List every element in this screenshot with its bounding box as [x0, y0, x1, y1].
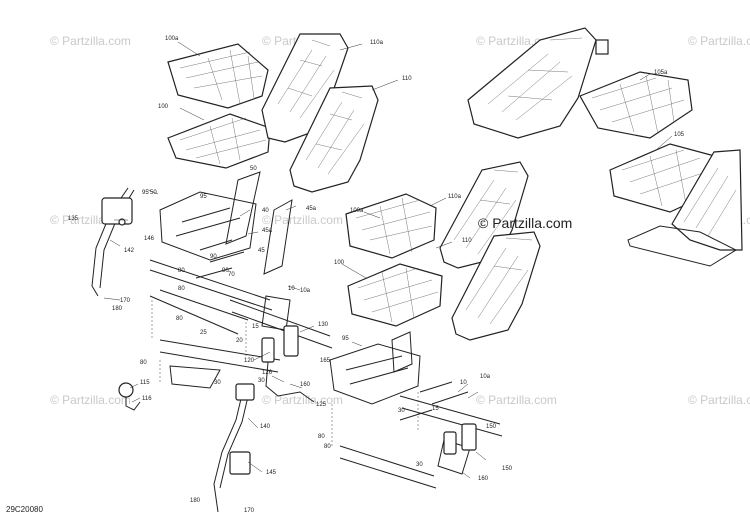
- callout-100-mid: 100: [334, 260, 345, 266]
- watermark-4: © Partzilla.com: [688, 34, 750, 48]
- callout-150-a: 150: [486, 424, 497, 430]
- callout-160-a: 160: [300, 382, 311, 388]
- callout-80-e: 80: [318, 434, 325, 440]
- callout-130: 130: [318, 322, 329, 328]
- seat-back-110-mid[interactable]: [451, 231, 541, 341]
- callout-45a-2: 45a: [262, 228, 273, 234]
- callout-125: 125: [316, 402, 327, 408]
- callout-140: 140: [260, 424, 271, 430]
- seat-belt-140[interactable]: [213, 383, 255, 513]
- callout-165: 165: [320, 358, 331, 364]
- watermark-10: © Partzilla.com: [476, 393, 557, 407]
- callout-105: 105: [674, 132, 685, 138]
- callout-95-c: 95: [342, 336, 349, 342]
- callout-126: 126: [262, 370, 273, 376]
- watermark-9: © Partzilla.com: [262, 393, 343, 407]
- seat-frame-left[interactable]: [159, 171, 293, 275]
- callout-10a-a: 10a: [300, 288, 311, 294]
- callout-80-a: 80: [178, 268, 185, 274]
- callout-90-a: 90: [210, 254, 217, 260]
- callout-95-a: 95: [142, 190, 149, 196]
- callout-116: 116: [142, 396, 152, 402]
- seat-back-110-right[interactable]: [467, 27, 609, 139]
- callout-95-b: 95: [200, 194, 207, 200]
- seat-frame-mid[interactable]: [329, 331, 421, 405]
- cushion-100-mid[interactable]: [347, 263, 443, 327]
- cushion-105a[interactable]: [579, 71, 693, 139]
- callout-30-c: 30: [398, 408, 405, 414]
- center-watermark: © Partzilla.com: [478, 215, 573, 231]
- callout-105a: 105a: [654, 70, 668, 76]
- seat-frame-105[interactable]: [627, 149, 743, 267]
- callout-15-a: 15: [252, 324, 259, 330]
- callout-180-b: 180: [190, 498, 201, 504]
- callout-40: 40: [262, 208, 269, 214]
- watermark-1: © Partzilla.com: [50, 34, 131, 48]
- callout-25: 25: [200, 330, 207, 336]
- callout-80-d: 80: [140, 360, 147, 366]
- seat-rail-assembly-right[interactable]: [331, 381, 503, 489]
- callout-145: 145: [266, 470, 277, 476]
- callout-180-a: 180: [112, 306, 123, 312]
- callout-15-b: 15: [432, 406, 439, 412]
- watermark-11: © Partzilla.com: [688, 393, 750, 407]
- callout-80-c: 80: [176, 316, 183, 322]
- callout-142: 142: [124, 248, 135, 254]
- sensor-115[interactable]: [118, 382, 141, 411]
- watermark-6: © Partzilla.com: [262, 213, 343, 227]
- callout-70: 70: [228, 272, 235, 278]
- callout-10a-b: 10a: [480, 374, 491, 380]
- callout-170-a: 170: [120, 298, 131, 304]
- seat-back-110-top[interactable]: [289, 85, 379, 193]
- callout-30-b: 30: [258, 378, 265, 384]
- callout-115: 115: [140, 380, 150, 386]
- callout-110-top: 110: [402, 76, 412, 82]
- buckle-120[interactable]: [261, 325, 315, 403]
- cushion-100a-top[interactable]: [167, 43, 269, 109]
- callout-10-b: 10: [460, 380, 467, 386]
- callout-30-d: 30: [416, 462, 423, 468]
- callout-120: 120: [244, 358, 255, 364]
- cushion-100-top[interactable]: [167, 113, 271, 169]
- callout-80-f: 80: [324, 444, 331, 450]
- callout-50-a: 50: [150, 190, 157, 196]
- callout-150-b: 150: [502, 466, 513, 472]
- callout-170-b: 170: [244, 508, 255, 514]
- callout-100a-mid: 100a: [350, 208, 364, 214]
- watermark-8: © Partzilla.com: [50, 393, 131, 407]
- callout-110a-top: 110a: [370, 40, 384, 46]
- callout-90-b: 90: [222, 268, 229, 274]
- callout-135: 135: [68, 216, 79, 222]
- callout-10-a: 10: [288, 286, 295, 292]
- callout-30-a: 30: [214, 380, 221, 386]
- callout-110-mid: 110: [462, 238, 472, 244]
- seat-rail-assembly-left[interactable]: [149, 239, 333, 389]
- callout-160-b: 160: [478, 476, 489, 482]
- callout-20: 20: [236, 338, 243, 344]
- callout-110a-mid: 110a: [448, 194, 462, 200]
- cushion-100a-mid[interactable]: [345, 193, 437, 259]
- callout-146: 146: [144, 236, 155, 242]
- seat-belt-left[interactable]: [91, 187, 135, 297]
- callout-100a-top: 100a: [165, 36, 179, 42]
- callout-45: 45: [258, 248, 265, 254]
- callout-50-b: 50: [250, 166, 257, 172]
- callout-45a: 45a: [306, 206, 317, 212]
- diagram-code: 29C20080: [6, 505, 43, 514]
- callout-100-top: 100: [158, 104, 169, 110]
- callout-80-b: 80: [178, 286, 185, 292]
